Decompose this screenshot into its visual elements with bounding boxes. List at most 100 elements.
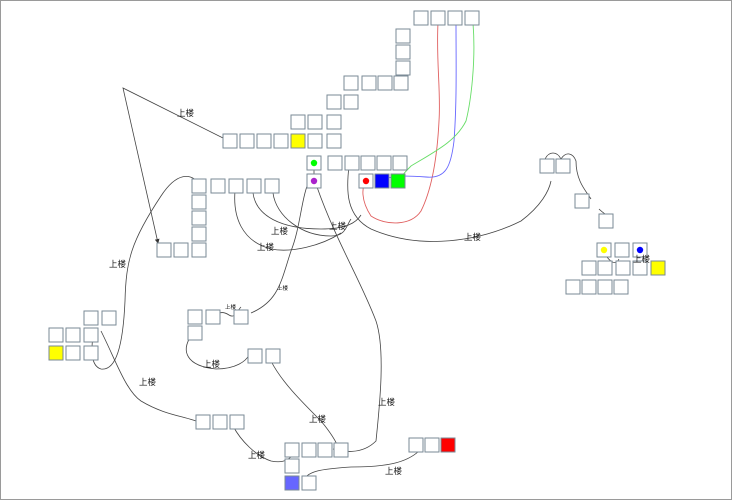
- node-box-red[interactable]: [440, 437, 456, 453]
- node-box[interactable]: [317, 442, 333, 458]
- node-box[interactable]: [344, 155, 360, 171]
- node-box[interactable]: [376, 155, 392, 171]
- node-box[interactable]: [191, 226, 207, 242]
- node-box[interactable]: [307, 114, 323, 130]
- connector-line: [316, 186, 382, 452]
- node-box[interactable]: [361, 75, 377, 91]
- node-box[interactable]: [273, 133, 289, 149]
- node-box[interactable]: [307, 133, 323, 149]
- node-box[interactable]: [290, 114, 306, 130]
- node-box[interactable]: [343, 75, 359, 91]
- node-box[interactable]: [424, 437, 440, 453]
- node-box[interactable]: [83, 327, 99, 343]
- node-box[interactable]: [191, 242, 207, 258]
- connector-line: [186, 335, 250, 370]
- node-box[interactable]: [228, 178, 244, 194]
- node-box[interactable]: [598, 213, 614, 229]
- node-box[interactable]: [539, 158, 555, 174]
- node-box[interactable]: [613, 279, 629, 295]
- connector-line: [234, 190, 342, 251]
- stairs-label: 上楼: [277, 284, 289, 292]
- node-box-yellow[interactable]: [290, 133, 306, 149]
- node-box[interactable]: [173, 242, 189, 258]
- node-box[interactable]: [395, 28, 411, 44]
- node-box[interactable]: [392, 155, 408, 171]
- connector-line: [347, 165, 552, 242]
- node-box[interactable]: [565, 279, 581, 295]
- node-box[interactable]: [327, 155, 343, 171]
- node-box[interactable]: [48, 327, 64, 343]
- node-box[interactable]: [614, 242, 630, 258]
- node-box[interactable]: [447, 10, 463, 26]
- node-box[interactable]: [256, 133, 272, 149]
- node-box-yellow[interactable]: [650, 260, 666, 276]
- node-box[interactable]: [101, 310, 117, 326]
- node-box[interactable]: [395, 60, 411, 76]
- node-box[interactable]: [265, 348, 281, 364]
- node-box[interactable]: [581, 279, 597, 295]
- labels: 上楼 上楼 上楼 上楼 上楼 上楼 上楼 上楼 上楼 上楼 上楼 上楼 上楼 上…: [109, 108, 651, 477]
- node-box[interactable]: [191, 194, 207, 210]
- blue-dot-marker: [636, 246, 644, 254]
- connector-line: [100, 330, 202, 424]
- node-box[interactable]: [408, 437, 424, 453]
- node-box[interactable]: [233, 309, 249, 325]
- node-box[interactable]: [191, 210, 207, 226]
- node-box[interactable]: [65, 327, 81, 343]
- connector-line: [122, 87, 230, 244]
- node-box[interactable]: [377, 75, 393, 91]
- node-box[interactable]: [83, 345, 99, 361]
- node-box[interactable]: [301, 475, 317, 491]
- node-box[interactable]: [413, 10, 429, 26]
- node-box[interactable]: [222, 133, 238, 149]
- purple-dot-marker: [310, 177, 318, 185]
- node-box[interactable]: [581, 260, 597, 276]
- node-box[interactable]: [632, 260, 648, 276]
- node-box[interactable]: [301, 442, 317, 458]
- node-box[interactable]: [229, 414, 245, 430]
- node-box[interactable]: [284, 442, 300, 458]
- node-box[interactable]: [65, 345, 81, 361]
- node-box[interactable]: [83, 310, 99, 326]
- node-box[interactable]: [326, 114, 342, 130]
- stairs-label: 上楼: [271, 226, 289, 237]
- node-box[interactable]: [264, 178, 280, 194]
- node-box[interactable]: [195, 414, 211, 430]
- node-box-blue[interactable]: [374, 173, 390, 189]
- node-box[interactable]: [187, 309, 203, 325]
- node-box-green[interactable]: [390, 173, 406, 189]
- node-box[interactable]: [210, 178, 226, 194]
- node-box[interactable]: [212, 414, 228, 430]
- stairs-label: 上楼: [378, 397, 396, 408]
- node-box[interactable]: [597, 279, 613, 295]
- node-box[interactable]: [464, 10, 480, 26]
- node-box[interactable]: [574, 193, 590, 209]
- node-box[interactable]: [430, 10, 446, 26]
- connector-line: [250, 175, 312, 314]
- node-box[interactable]: [187, 325, 203, 341]
- node-box[interactable]: [333, 442, 349, 458]
- node-box[interactable]: [156, 242, 172, 258]
- node-box[interactable]: [191, 178, 207, 194]
- node-box[interactable]: [239, 133, 255, 149]
- node-box[interactable]: [246, 178, 262, 194]
- red-dot-marker: [362, 177, 370, 185]
- node-box[interactable]: [615, 260, 631, 276]
- node-box-periwinkle[interactable]: [284, 475, 300, 491]
- stairs-label: 上楼: [464, 232, 482, 243]
- markers: [310, 159, 644, 254]
- node-box[interactable]: [393, 75, 409, 91]
- node-box-yellow[interactable]: [48, 345, 64, 361]
- stairs-label: 上楼: [225, 303, 237, 311]
- node-box[interactable]: [360, 155, 376, 171]
- node-box[interactable]: [395, 44, 411, 60]
- wire-red: [362, 22, 440, 224]
- node-box[interactable]: [343, 94, 359, 110]
- node-box[interactable]: [284, 458, 300, 474]
- node-box[interactable]: [326, 133, 342, 149]
- node-box[interactable]: [597, 260, 613, 276]
- node-box[interactable]: [555, 158, 571, 174]
- node-box[interactable]: [247, 348, 263, 364]
- node-box[interactable]: [326, 94, 342, 110]
- node-box[interactable]: [205, 309, 221, 325]
